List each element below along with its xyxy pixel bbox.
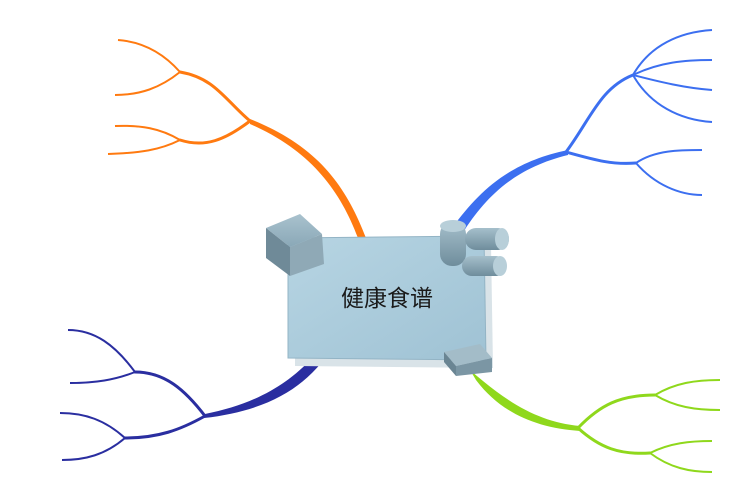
cube-decoration bbox=[266, 214, 324, 276]
branch-top-right-trunk[interactable] bbox=[452, 150, 568, 234]
branch-top-left-trunk[interactable] bbox=[250, 119, 366, 238]
leaf-bottom-left-1[interactable] bbox=[67, 329, 136, 373]
leaf-top-right-1[interactable] bbox=[632, 29, 713, 76]
cylinder-decoration bbox=[440, 220, 509, 276]
leaf-bottom-right-1[interactable] bbox=[654, 379, 721, 396]
branch-top-right[interactable] bbox=[452, 29, 713, 234]
subtopic-bottom-left-1[interactable] bbox=[133, 370, 207, 418]
branch-bottom-right-trunk[interactable] bbox=[470, 370, 580, 431]
subtopic-top-right-1[interactable] bbox=[564, 73, 635, 154]
leaf-top-left-3[interactable] bbox=[114, 124, 181, 141]
leaf-bottom-right-2[interactable] bbox=[654, 394, 721, 411]
leaf-bottom-left-2[interactable] bbox=[69, 371, 136, 384]
branch-bottom-right[interactable] bbox=[470, 370, 721, 473]
leaf-top-right-2[interactable] bbox=[632, 59, 713, 76]
leaf-top-right-4[interactable] bbox=[632, 74, 713, 123]
leaf-top-left-1[interactable] bbox=[117, 39, 181, 73]
block-decoration bbox=[444, 344, 492, 376]
branch-bottom-left[interactable] bbox=[59, 329, 322, 461]
leaf-bottom-left-4[interactable] bbox=[61, 437, 126, 461]
branch-top-left[interactable] bbox=[107, 39, 366, 238]
subtopic-top-right-2[interactable] bbox=[564, 150, 638, 165]
subtopic-bottom-right-1[interactable] bbox=[576, 393, 657, 430]
leaf-bottom-right-3[interactable] bbox=[649, 440, 713, 454]
leaf-bottom-right-4[interactable] bbox=[649, 452, 713, 473]
central-topic-node[interactable]: 健康食谱 bbox=[266, 214, 509, 376]
subtopic-bottom-left-2[interactable] bbox=[123, 414, 207, 440]
subtopic-bottom-right-2[interactable] bbox=[576, 426, 652, 455]
subtopic-top-left-2[interactable] bbox=[178, 119, 252, 145]
leaf-bottom-left-3[interactable] bbox=[59, 412, 126, 439]
leaf-top-right-5[interactable] bbox=[635, 149, 703, 164]
subtopic-top-left-1[interactable] bbox=[178, 70, 252, 123]
leaf-top-right-6[interactable] bbox=[635, 162, 703, 196]
leaf-top-left-2[interactable] bbox=[114, 71, 181, 96]
leaf-top-right-3[interactable] bbox=[632, 74, 713, 91]
leaf-top-left-4[interactable] bbox=[107, 139, 181, 155]
central-topic-label: 健康食谱 bbox=[341, 286, 433, 312]
